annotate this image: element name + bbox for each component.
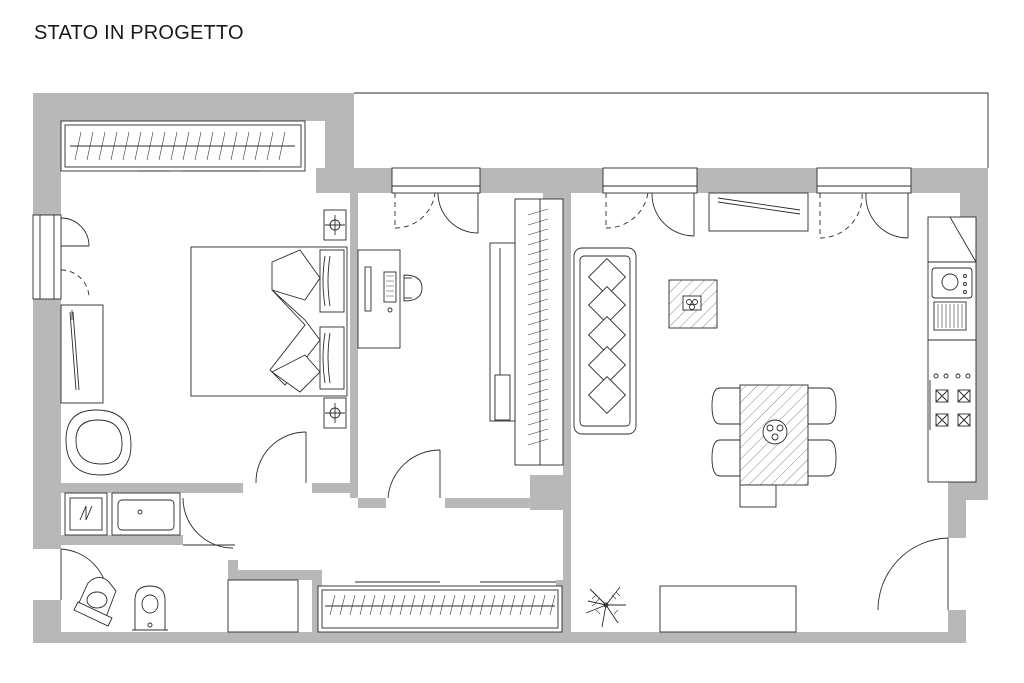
plant xyxy=(585,586,626,628)
dining-chairs xyxy=(711,387,837,477)
sofa xyxy=(573,247,637,435)
studio-desk xyxy=(357,249,423,349)
dining-table xyxy=(711,384,837,508)
bedroom-dresser xyxy=(60,304,104,404)
kitchen-counter xyxy=(927,216,977,483)
armchair xyxy=(65,409,132,476)
hallway-partition xyxy=(227,579,299,633)
double-bed xyxy=(190,209,348,429)
plan-title: STATO IN PROGETTO xyxy=(34,22,244,44)
hallway-wardrobe xyxy=(317,581,563,633)
entry-cabinet xyxy=(659,585,797,633)
bathroom-fixtures xyxy=(64,492,181,631)
coffee-table xyxy=(668,279,718,329)
windows xyxy=(32,167,912,300)
door-swings xyxy=(60,192,949,611)
bedroom-wardrobe xyxy=(60,120,306,172)
sofa-cushions xyxy=(587,257,627,415)
tv-cabinet xyxy=(708,192,809,232)
studio-bookcase xyxy=(489,198,564,466)
terrace-outline xyxy=(354,92,989,168)
